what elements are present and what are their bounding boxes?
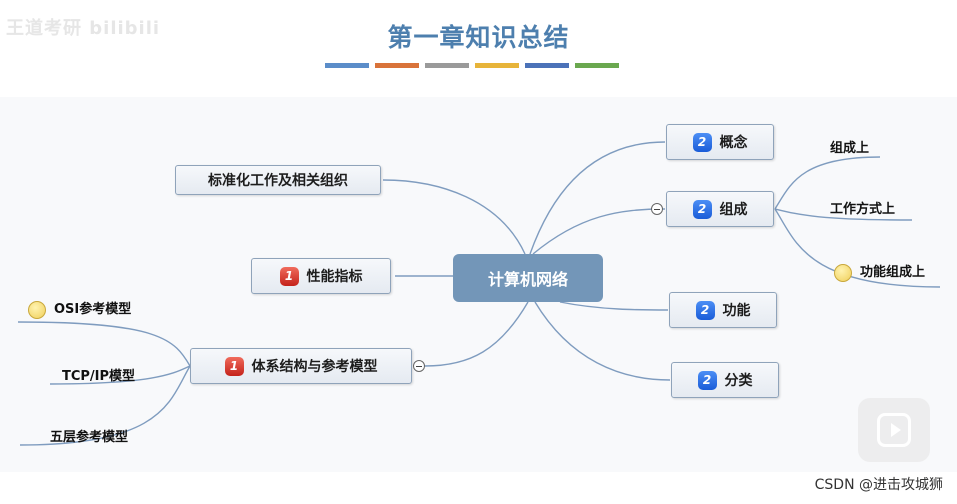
priority-2-icon: 2 (692, 132, 712, 152)
priority-1-icon: 1 (224, 356, 244, 376)
note-circle-icon (834, 263, 852, 282)
page-title: 第一章知识总结 (387, 23, 570, 52)
leaf-label: 组成上 (830, 141, 870, 156)
color-bar-5 (525, 63, 569, 68)
node-concept[interactable]: 2 概念 (666, 124, 774, 160)
title-color-bars (325, 63, 619, 68)
play-frame (877, 413, 911, 447)
leaf-label: 五层参考模型 (50, 430, 129, 445)
color-bar-3 (425, 63, 469, 68)
leaf-comp-working[interactable]: 工作方式上 (830, 198, 895, 217)
leaf-label: OSI参考模型 (54, 302, 132, 317)
node-label: 功能 (722, 303, 751, 319)
node-label: 性能指标 (306, 269, 363, 285)
link-comp-structure (774, 156, 881, 210)
video-play-icon[interactable] (858, 398, 930, 462)
priority-2-icon: 2 (692, 199, 712, 219)
leaf-comp-structure[interactable]: 组成上 (830, 137, 869, 156)
leaf-five-layer[interactable]: 五层参考模型 (50, 426, 128, 445)
link-tcpip (49, 365, 191, 385)
link-composition (532, 208, 666, 255)
leaf-label: TCP/IP模型 (62, 369, 136, 384)
bilibili-watermark: 王道考研 bilibili (6, 18, 161, 39)
link-concept (529, 141, 666, 255)
color-bar-6 (575, 63, 619, 68)
node-function[interactable]: 2 功能 (669, 292, 777, 328)
node-label: 标准化工作及相关组织 (208, 173, 348, 189)
priority-2-icon: 2 (695, 300, 715, 320)
leaf-tcpip[interactable]: TCP/IP模型 (62, 365, 135, 384)
collapse-toggle-icon[interactable] (413, 360, 425, 372)
csdn-credit: CSDN @进击攻城狮 (814, 477, 943, 493)
link-comp-working (774, 208, 913, 221)
link-architecture (424, 301, 529, 367)
play-triangle-icon (890, 423, 901, 437)
node-label: 组成 (719, 202, 748, 218)
color-bar-4 (475, 63, 519, 68)
collapse-toggle-icon[interactable] (651, 203, 663, 215)
color-bar-2 (375, 63, 419, 68)
color-bar-1 (325, 63, 369, 68)
node-label: 体系结构与参考模型 (251, 359, 378, 375)
priority-1-icon: 1 (279, 266, 299, 286)
node-classification[interactable]: 2 分类 (671, 362, 779, 398)
leaf-label: 工作方式上 (830, 202, 896, 217)
link-osi (17, 321, 191, 367)
center-topic[interactable]: 计算机网络 (453, 254, 603, 302)
node-architecture[interactable]: 1 体系结构与参考模型 (190, 348, 412, 384)
leaf-osi[interactable]: OSI参考模型 (28, 298, 131, 319)
link-classification (534, 301, 671, 381)
node-performance[interactable]: 1 性能指标 (251, 258, 391, 294)
leaf-label: 功能组成上 (860, 265, 926, 280)
link-comp-function (774, 208, 941, 288)
priority-2-icon: 2 (697, 370, 717, 390)
link-five-layer (19, 365, 191, 446)
link-standardization (382, 179, 526, 255)
node-label: 分类 (724, 373, 753, 389)
leaf-comp-function[interactable]: 功能组成上 (834, 261, 925, 282)
link-function (559, 301, 669, 311)
note-circle-icon (28, 300, 46, 319)
node-standardization[interactable]: 标准化工作及相关组织 (175, 165, 381, 195)
node-composition[interactable]: 2 组成 (666, 191, 774, 227)
node-label: 概念 (719, 135, 748, 151)
